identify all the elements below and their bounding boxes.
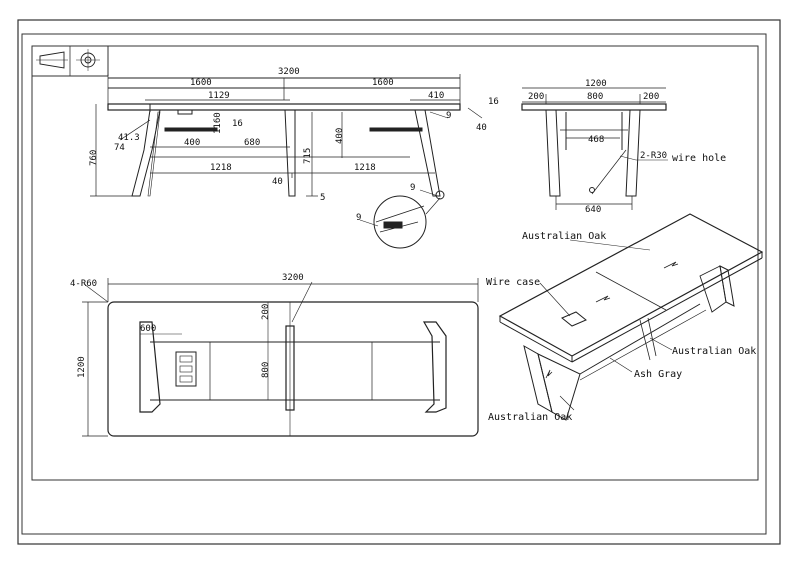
dim-half-left: 1600 bbox=[190, 78, 212, 88]
dim-wire-detail: 9 bbox=[410, 183, 415, 193]
dim-plan-width: 1200 bbox=[77, 356, 87, 378]
dim-base-width: 640 bbox=[585, 205, 601, 215]
dim-top-thickness: 16 bbox=[488, 97, 499, 107]
material-leg-left-label: Australian Oak bbox=[488, 412, 572, 423]
material-top-label: Australian Oak bbox=[522, 231, 606, 242]
side-view-labels: 3200 1600 1600 1129 410 16 9 40 760 715 … bbox=[89, 67, 499, 223]
dim-bottom-span-right: 1218 bbox=[354, 163, 376, 173]
side-view bbox=[90, 74, 483, 249]
wire-case-label: Wire case bbox=[486, 277, 540, 288]
dim-depth-800: 800 bbox=[261, 362, 271, 378]
dim-right-inset: 200 bbox=[643, 92, 659, 102]
dim-leg-angle-2: 74 bbox=[114, 143, 125, 153]
dim-foot-width: 40 bbox=[272, 177, 283, 187]
dim-leg-600: 600 bbox=[140, 324, 156, 334]
iso-view-labels: Australian Oak Wire case Australian Oak … bbox=[486, 231, 756, 423]
projection-symbol-icon bbox=[36, 49, 100, 71]
material-leg-right-label: Australian Oak bbox=[672, 346, 756, 357]
dim-rail-height: 1160 bbox=[213, 112, 223, 134]
dim-edge-offset: 40 bbox=[476, 123, 487, 133]
dim-leg-angle-1: 41.3 bbox=[118, 133, 140, 143]
dim-wire-detail-b: 9 bbox=[356, 213, 361, 223]
dim-center: 800 bbox=[587, 92, 603, 102]
dim-end-width: 1200 bbox=[585, 79, 607, 89]
dim-height: 760 bbox=[89, 150, 99, 166]
dim-rail-depth: 16 bbox=[232, 119, 243, 129]
end-view-labels: 1200 200 800 200 468 2-R30 wire hole 640 bbox=[528, 79, 726, 215]
dim-bottom-span-left: 1218 bbox=[210, 163, 232, 173]
dim-overall-length: 3200 bbox=[278, 67, 300, 77]
material-frame-label: Ash Gray bbox=[634, 369, 682, 380]
dim-slot-right: 400 bbox=[335, 128, 345, 144]
wire-hole-label: wire hole bbox=[672, 153, 726, 164]
dim-left-inset: 200 bbox=[528, 92, 544, 102]
dim-half-right: 1600 bbox=[372, 78, 394, 88]
dim-leg-spacing: 1129 bbox=[208, 91, 230, 101]
corner-radius: 4-R60 bbox=[70, 279, 97, 289]
dim-offset-200: 200 bbox=[261, 304, 271, 320]
dim-slot-span: 680 bbox=[244, 138, 260, 148]
dim-plan-length: 3200 bbox=[282, 273, 304, 283]
radius-note: 2-R30 bbox=[640, 151, 667, 161]
iso-view bbox=[498, 213, 764, 421]
dim-foot-height: 5 bbox=[320, 193, 325, 203]
outer-frame bbox=[17, 19, 781, 545]
dim-inner-span: 468 bbox=[588, 135, 604, 145]
dim-end-offset: 410 bbox=[428, 91, 444, 101]
plan-view-labels: 4-R60 3200 1200 200 800 600 bbox=[70, 273, 304, 378]
dim-wire-offset: 9 bbox=[446, 111, 451, 121]
end-view bbox=[521, 87, 668, 210]
dim-slot-left: 400 bbox=[184, 138, 200, 148]
dim-apron-height: 715 bbox=[303, 148, 313, 164]
plan-view bbox=[82, 278, 479, 437]
